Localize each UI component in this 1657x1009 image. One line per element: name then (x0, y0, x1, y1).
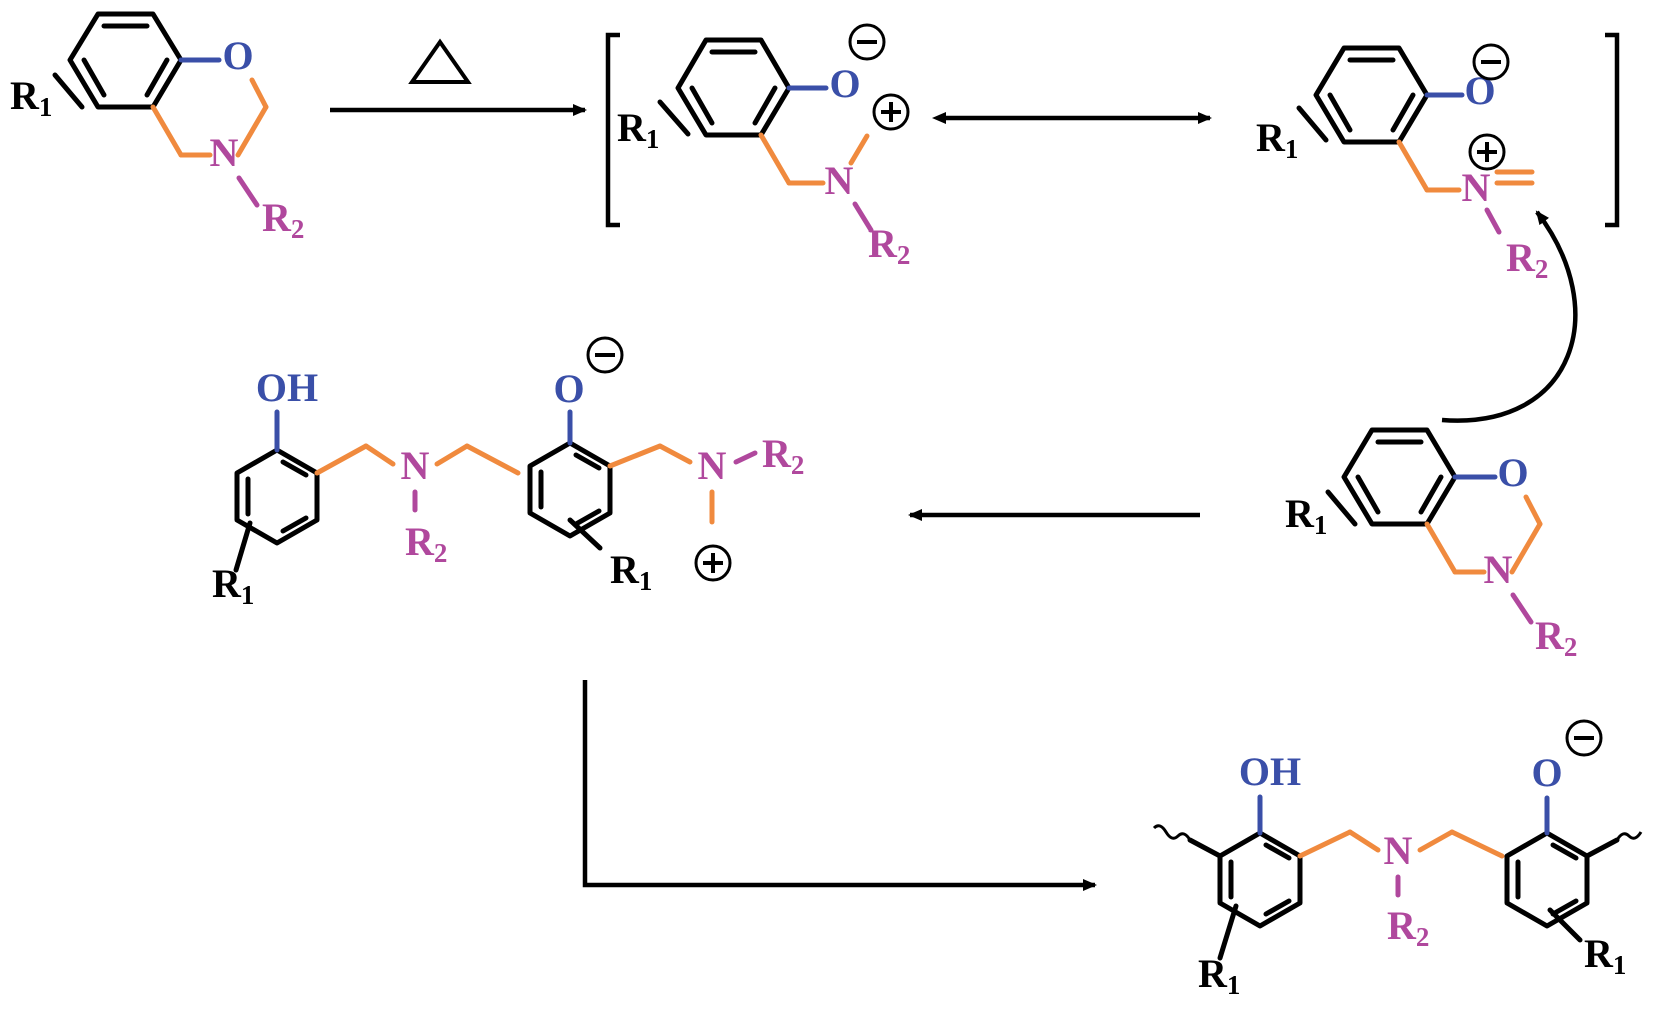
benzoxazine-monomer-1: O N R1 R2 (10, 11, 304, 244)
r1-label: R1 (1198, 951, 1240, 1000)
oxygen-atom: O (1531, 750, 1562, 795)
reaction-arrow-polymerization (582, 680, 1097, 891)
negative-charge-icon (1472, 43, 1510, 81)
nitrogen-atom: N (698, 443, 727, 488)
hydroxyl-group: OH (256, 365, 318, 410)
r2-label: R2 (405, 519, 447, 568)
negative-charge-icon (586, 336, 624, 374)
r1-label: R1 (212, 561, 254, 610)
r1-label: R1 (1584, 931, 1626, 980)
positive-charge-icon (1468, 133, 1506, 171)
positive-charge-icon (694, 544, 732, 582)
r2-label: R2 (1506, 235, 1548, 284)
zwitterion-resonance-a: O N R1 R2 (617, 23, 910, 270)
r1-label: R1 (1285, 491, 1327, 540)
r1-label: R1 (1256, 115, 1298, 164)
nitrogen-atom: N (401, 443, 430, 488)
dimer-intermediate: OH N R2 O N R2 R1 R1 (212, 336, 804, 610)
nitrogen-atom: N (210, 130, 239, 175)
wavy-bond-icon (1152, 824, 1192, 841)
nitrogen-atom: N (1462, 165, 1491, 210)
wavy-bond-icon (1615, 831, 1643, 841)
heat-triangle-icon (408, 38, 472, 84)
oxygen-atom: O (829, 61, 860, 106)
positive-charge-icon (872, 93, 910, 131)
nitrogen-atom: N (1484, 547, 1513, 592)
nitrogen-atom: N (1384, 828, 1413, 873)
r2-label: R2 (868, 221, 910, 270)
r1-label: R1 (617, 105, 659, 154)
heat-arrow (330, 38, 587, 116)
attack-curved-arrow (1441, 210, 1578, 423)
r2-label: R2 (1535, 613, 1577, 662)
r2-label: R2 (762, 431, 804, 480)
hydroxyl-group: OH (1239, 749, 1301, 794)
nitrogen-atom: N (825, 158, 854, 203)
r1-label: R1 (10, 73, 52, 122)
polybenzoxazine-unit: OH N R2 O R1 R1 (1152, 719, 1643, 1000)
resonance-brackets (605, 32, 1620, 228)
r2-label: R2 (1387, 903, 1429, 952)
oxygen-atom: O (1497, 450, 1528, 495)
r2-label: R2 (262, 195, 304, 244)
negative-charge-icon (848, 23, 886, 61)
oxygen-atom: O (553, 366, 584, 411)
benzoxazine-monomer-2: O N R1 R2 (1285, 427, 1577, 662)
zwitterion-resonance-b: O N R1 R2 (1256, 43, 1548, 284)
negative-charge-icon (1565, 719, 1603, 757)
oxygen-atom: O (222, 33, 253, 78)
r1-label: R1 (610, 547, 652, 596)
